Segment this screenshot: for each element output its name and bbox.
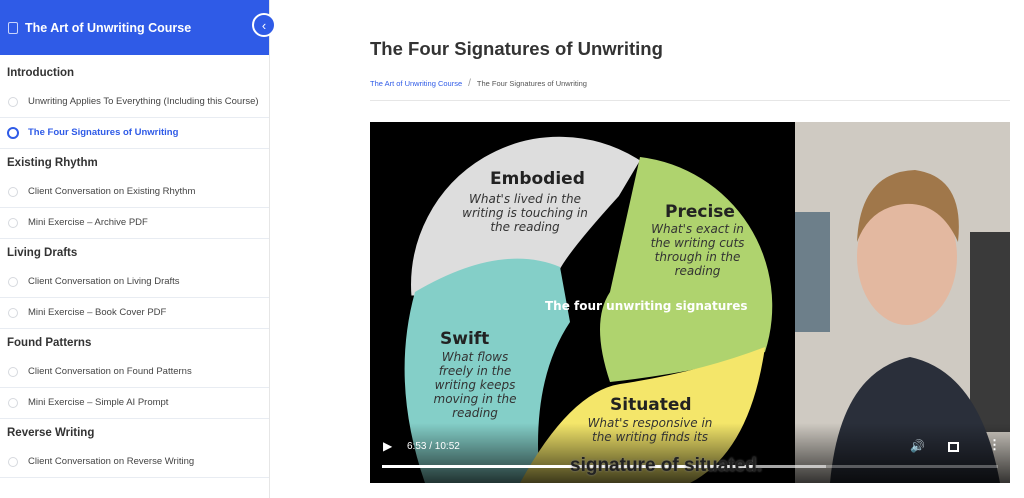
lesson-item[interactable]: The Four Signatures of Unwriting xyxy=(0,118,269,149)
presenter-face xyxy=(857,189,957,325)
lesson-item[interactable]: Unwriting Applies To Everything (Includi… xyxy=(0,87,269,118)
swift-text: What flows freely in the writing keeps m… xyxy=(433,350,517,420)
played-bar xyxy=(382,465,754,468)
section-title: Reverse Writing xyxy=(7,427,95,439)
volume-button[interactable]: 🔊 xyxy=(910,439,925,453)
book-icon xyxy=(8,21,18,34)
breadcrumb-current: The Four Signatures of Unwriting xyxy=(476,79,587,88)
status-circle-icon xyxy=(8,398,18,408)
collapse-sidebar-button[interactable]: ‹ xyxy=(252,13,276,37)
precise-title: Precise xyxy=(665,202,735,222)
subtitle: signature of situated. xyxy=(570,455,763,476)
lesson-item[interactable]: Mini Exercise – Simple AI Prompt xyxy=(0,388,269,419)
course-sidebar: The Art of Unwriting Course Introduction… xyxy=(0,0,270,498)
section-title: Introduction xyxy=(7,67,75,79)
lesson-label: Unwriting Applies To Everything (Includi… xyxy=(28,96,259,107)
lesson-label: Client Conversation on Existing Rhythm xyxy=(28,186,196,197)
fullscreen-button[interactable] xyxy=(948,442,959,452)
embodied-title: Embodied xyxy=(490,169,585,189)
precise-segment xyxy=(600,157,773,382)
lesson-item[interactable]: Mini Exercise – Book Cover PDF xyxy=(0,298,269,329)
section-title: Living Drafts xyxy=(7,247,78,259)
lesson-label: Client Conversation on Reverse Writing xyxy=(28,456,195,467)
status-circle-icon xyxy=(8,308,18,318)
status-circle-icon xyxy=(8,187,18,197)
lesson-item[interactable]: Client Conversation on Found Patterns xyxy=(0,357,269,388)
lesson-label: Mini Exercise – Simple AI Prompt xyxy=(28,397,169,408)
embodied-segment xyxy=(408,133,645,299)
swift-title: Swift xyxy=(440,329,489,349)
page-title: The Four Signatures of Unwriting xyxy=(370,38,663,59)
lesson-item[interactable]: Mini Exercise – Archive PDF xyxy=(0,208,269,239)
embodied-text: What's lived in the writing is touching … xyxy=(462,192,588,234)
situated-text: What's responsive in the writing finds i… xyxy=(587,416,713,444)
course-title: The Art of Unwriting Course xyxy=(25,20,192,35)
status-circle-icon xyxy=(8,367,18,377)
section-title: Found Patterns xyxy=(7,337,92,349)
status-circle-icon xyxy=(8,277,18,287)
video-player[interactable]: Embodied Precise Swift Situated The four… xyxy=(370,122,1010,483)
lesson-label: Mini Exercise – Book Cover PDF xyxy=(28,307,167,318)
breadcrumb-course-link[interactable]: The Art of Unwriting Course xyxy=(370,79,463,88)
situated-title: Situated xyxy=(610,395,692,415)
video-controls: ▶ 6:53 / 10:52 🔊 ⋮ xyxy=(370,423,1010,483)
status-circle-icon xyxy=(8,218,18,228)
lesson-label: Mini Exercise – Archive PDF xyxy=(28,217,148,228)
more-options-button[interactable]: ⋮ xyxy=(988,437,1001,452)
precise-text: What's exact in the writing cuts through… xyxy=(650,222,745,278)
status-circle-icon xyxy=(8,457,18,467)
lesson-item[interactable]: Client Conversation on Living Drafts xyxy=(0,267,269,298)
lesson-item[interactable]: Client Conversation on Reverse Writing xyxy=(0,447,269,478)
play-button[interactable]: ▶ xyxy=(383,439,393,453)
lesson-label: Client Conversation on Found Patterns xyxy=(28,366,192,377)
status-circle-icon xyxy=(7,127,19,139)
section-title: Existing Rhythm xyxy=(7,157,98,169)
lesson-label: Client Conversation on Living Drafts xyxy=(28,276,180,287)
progress-bar[interactable] xyxy=(382,465,998,468)
chevron-left-icon: ‹ xyxy=(261,17,267,33)
breadcrumb: The Art of Unwriting Course / The Four Sig… xyxy=(370,78,1010,101)
lesson-label: The Four Signatures of Unwriting xyxy=(28,127,179,138)
breadcrumb-separator: / xyxy=(468,78,471,89)
sidebar-header: The Art of Unwriting Course xyxy=(0,0,269,55)
lesson-item[interactable]: Client Conversation on Existing Rhythm xyxy=(0,177,269,208)
time-display: 6:53 / 10:52 xyxy=(407,441,460,452)
status-circle-icon xyxy=(8,97,18,107)
center-label: The four unwriting signatures xyxy=(545,299,747,313)
presenter-hair xyxy=(857,170,959,242)
